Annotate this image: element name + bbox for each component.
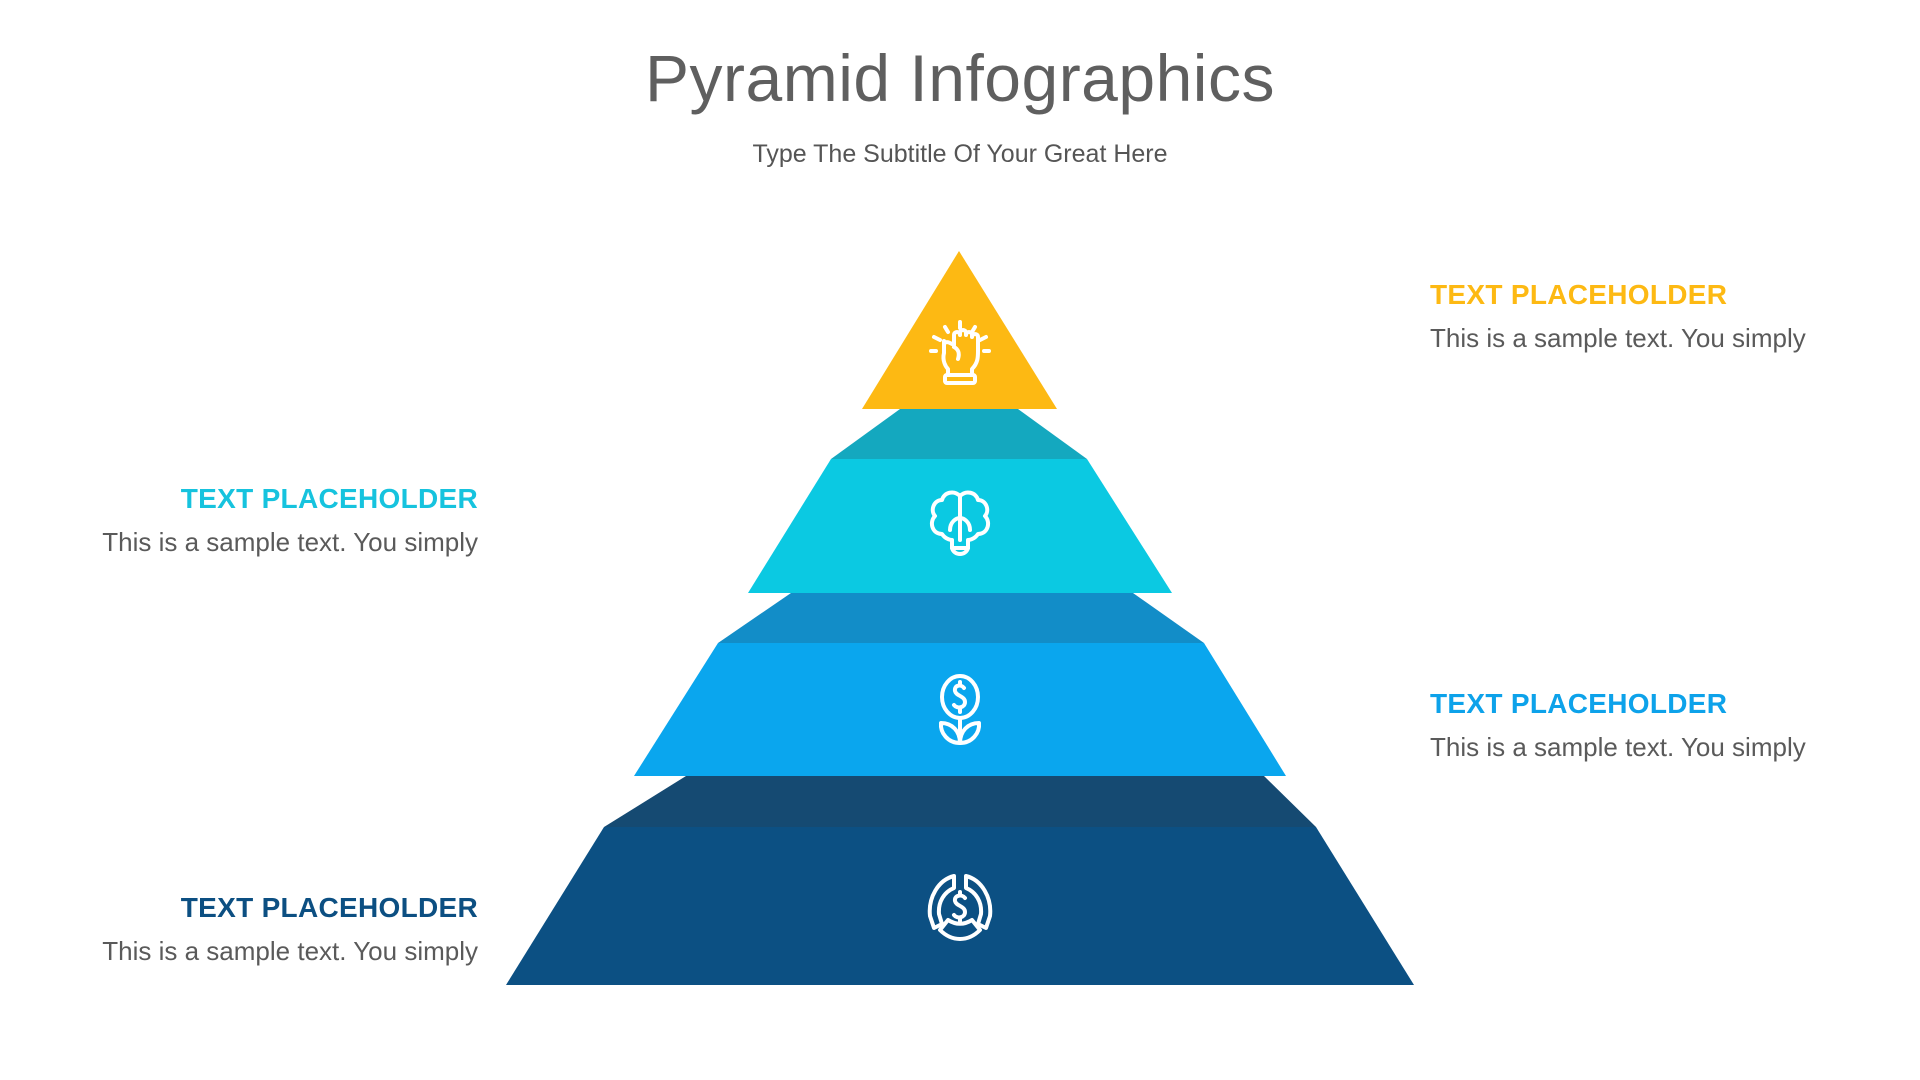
text-block-heading: TEXT PLACEHOLDER xyxy=(1430,688,1728,719)
text-block-tier-2: TEXT PLACEHOLDER This is a sample text. … xyxy=(0,482,478,558)
brain-lightbulb-icon xyxy=(929,490,991,556)
raised-fist-icon xyxy=(929,320,991,385)
text-block-body: This is a sample text. You simply xyxy=(102,527,478,557)
money-plant-icon xyxy=(938,674,982,745)
page-subtitle: Type The Subtitle Of Your Great Here xyxy=(752,140,1168,168)
text-block-heading: TEXT PLACEHOLDER xyxy=(180,483,478,514)
text-block-body: This is a sample text. You simply xyxy=(102,936,478,966)
text-block-body: This is a sample text. You simply xyxy=(1430,732,1806,762)
pyramid-tier-3 xyxy=(634,593,1286,776)
pyramid-tier-4 xyxy=(506,776,1414,985)
text-block-heading: TEXT PLACEHOLDER xyxy=(1430,279,1728,310)
text-block-heading: TEXT PLACEHOLDER xyxy=(180,892,478,923)
text-block-tier-3: TEXT PLACEHOLDER This is a sample text. … xyxy=(1430,687,1920,763)
pyramid-tier-2 xyxy=(748,409,1172,593)
text-block-body: This is a sample text. You simply xyxy=(1430,323,1806,353)
pyramid-tier-1 xyxy=(862,251,1057,409)
text-block-tier-1: TEXT PLACEHOLDER This is a sample text. … xyxy=(1430,278,1920,354)
text-block-tier-4: TEXT PLACEHOLDER This is a sample text. … xyxy=(0,891,478,967)
dollar-cycle-icon xyxy=(927,874,993,941)
page-title: Pyramid Infographics xyxy=(645,41,1275,115)
